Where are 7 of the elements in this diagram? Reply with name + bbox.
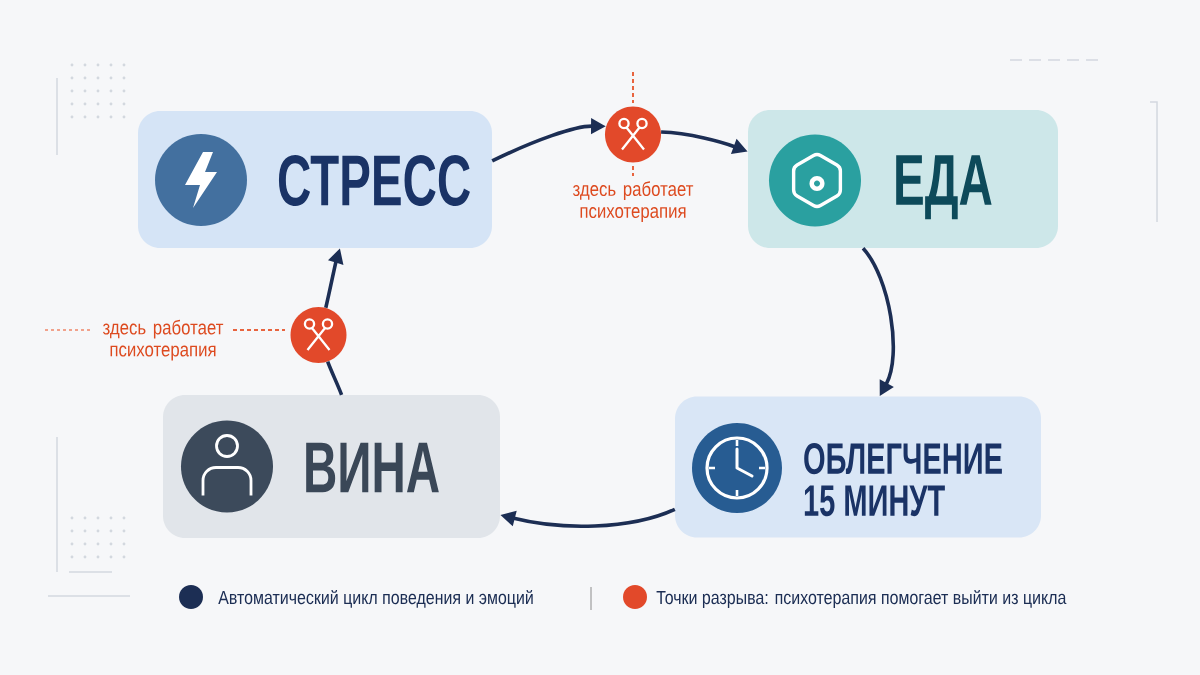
legend-text: Точки разрыва: психотерапия помогает выйти из цикла bbox=[656, 589, 1067, 608]
legend-text: Автоматический цикл поведения и эмоций bbox=[218, 589, 533, 608]
marker-circle bbox=[290, 307, 347, 363]
connector-line bbox=[326, 361, 344, 396]
marker-circle bbox=[605, 106, 661, 163]
caption-text: здесь работает психотерапия bbox=[102, 319, 224, 361]
caption-text: здесь работает психотерапия bbox=[572, 181, 694, 223]
